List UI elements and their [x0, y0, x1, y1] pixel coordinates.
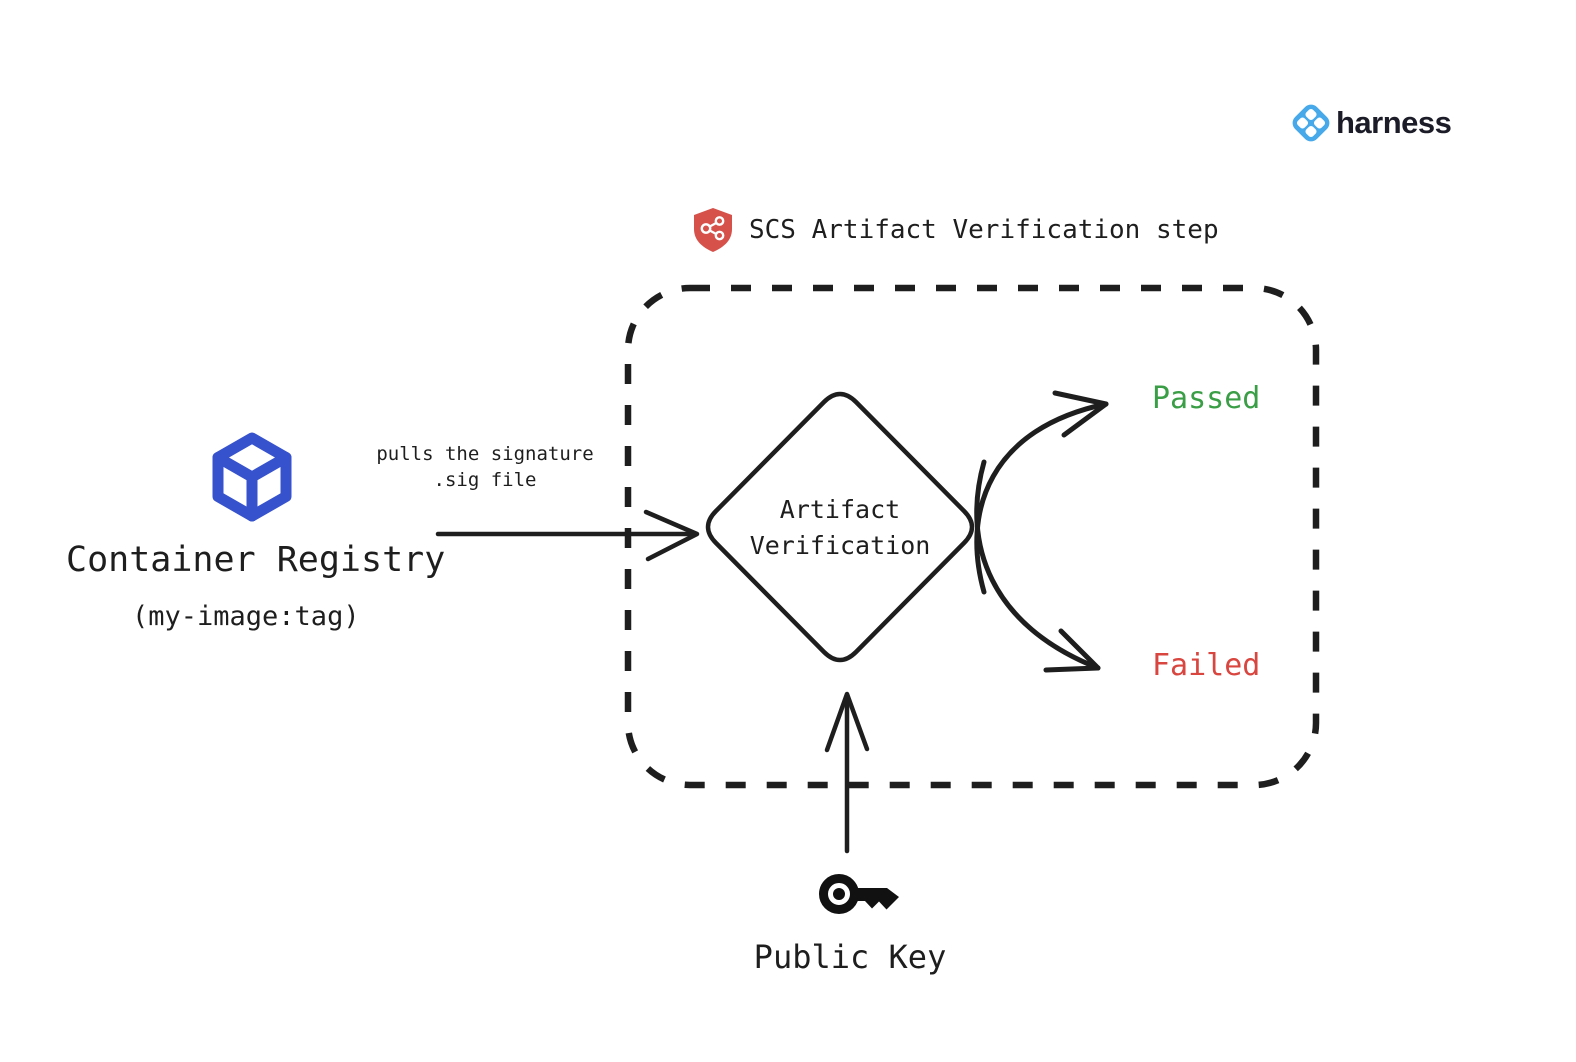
harness-logo: harness [1288, 100, 1452, 146]
pull-signature-label-line2: .sig file [433, 469, 537, 491]
pull-signature-label-line1: pulls the signature [376, 443, 594, 465]
registry-label: Container Registry [66, 540, 446, 580]
failed-arrow [974, 459, 1101, 673]
step-title: SCS Artifact Verification step [690, 206, 1219, 254]
failed-outcome-label: Failed [1152, 648, 1261, 683]
harness-logo-icon [1292, 104, 1330, 142]
container-cube-icon [212, 432, 292, 522]
artifact-verification-diamond [705, 391, 975, 663]
passed-arrow [974, 390, 1109, 595]
pull-signature-arrow [435, 509, 700, 562]
harness-logo-text: harness [1336, 105, 1452, 140]
pull-signature-label: pulls the signature .sig file [376, 441, 593, 493]
step-title-text: SCS Artifact Verification step [749, 215, 1219, 245]
artifact-verification-label: Artifact Verification [750, 492, 931, 564]
artifact-verification-line2: Verification [749, 531, 931, 560]
verification-step-boundary [624, 284, 1320, 789]
registry-sublabel: (my-image:tag) [132, 601, 360, 632]
passed-outcome-label: Passed [1152, 381, 1261, 416]
scs-shield-icon [694, 208, 732, 252]
public-key-label: Public Key [753, 938, 947, 976]
key-icon [819, 874, 899, 914]
artifact-verification-line1: Artifact [779, 495, 901, 524]
public-key-arrow [824, 691, 870, 854]
